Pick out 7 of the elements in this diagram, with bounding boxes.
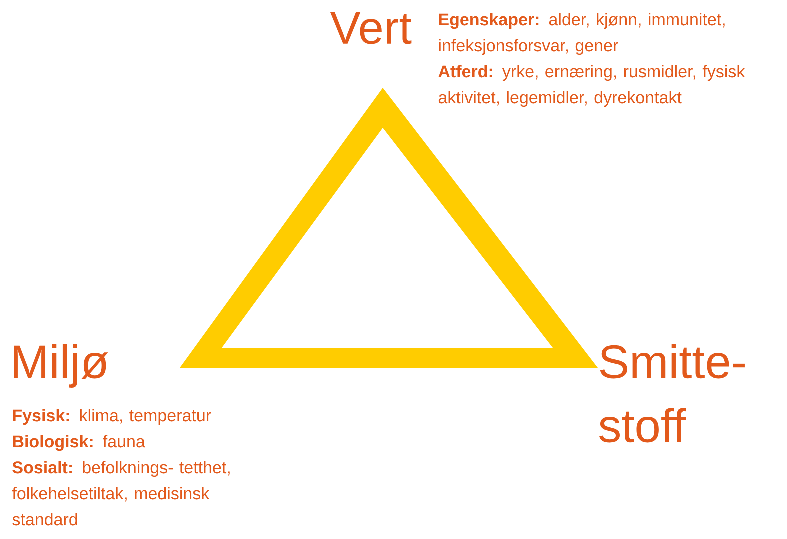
factor-text: Biologisk: fauna	[13, 435, 146, 452]
factor-text: Sosialt: befolknings- tetthet, folkehelsetiltak, medisinsk standard	[12, 461, 230, 526]
corner-heading: Miljø	[14, 344, 108, 388]
corner-heading: Smitte- stoff	[600, 344, 745, 443]
corner-heading: Vert	[330, 12, 412, 44]
factor-text: Fysisk: klima, temperatur	[13, 409, 212, 426]
factor-text: Atferd: yrke, ernæring, rusmidler, fysisk aktivitet, legemidler, dyrekontakt	[438, 65, 746, 108]
